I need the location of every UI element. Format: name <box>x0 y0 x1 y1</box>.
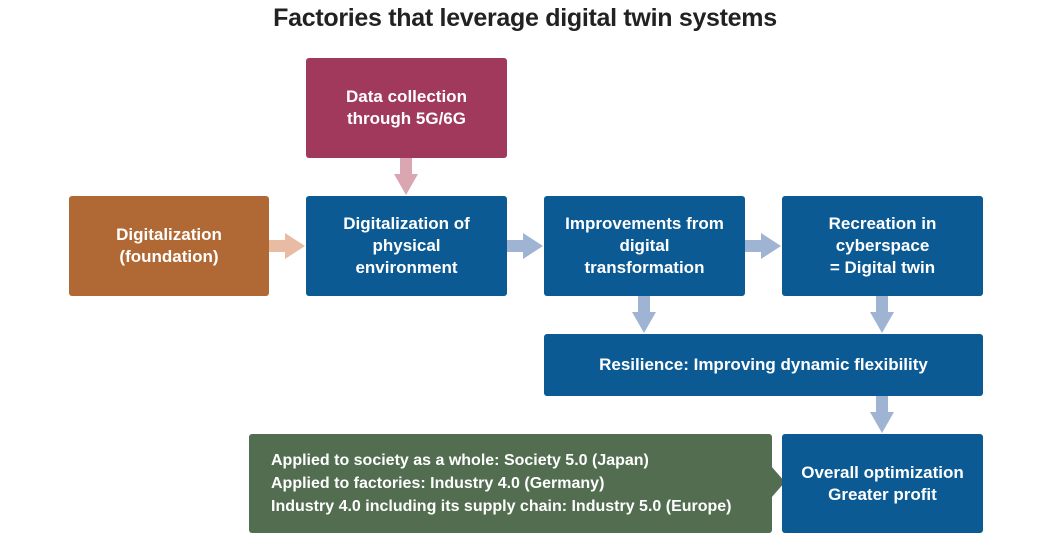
arrow-foundation-to-physical <box>269 233 305 259</box>
node-overall-text: Overall optimization Greater profit <box>801 462 963 506</box>
node-digitalization-foundation-text: Digitalization (foundation) <box>116 224 222 268</box>
text-line: (foundation) <box>119 247 219 266</box>
text-line: Applied to society as a whole: Society 5… <box>271 452 649 469</box>
text-line: Industry 4.0 including its supply chain:… <box>271 498 732 515</box>
node-recreation-text: Recreation in cyberspace = Digital twin <box>829 213 937 279</box>
text-line: physical <box>372 236 441 255</box>
arrow-improvements-to-recreation <box>745 233 781 259</box>
node-resilience-text: Resilience: Improving dynamic flexibilit… <box>599 355 928 374</box>
text-line: through 5G/6G <box>346 109 466 128</box>
node-applications: Applied to society as a whole: Society 5… <box>249 434 772 533</box>
arrow-improvements-to-resilience <box>632 296 656 333</box>
text-line: Greater profit <box>828 484 937 504</box>
node-digitalization-physical: Digitalization of physical environment <box>306 196 507 296</box>
node-overall-optimization: Overall optimization Greater profit <box>782 434 983 533</box>
text-line: = Digital twin <box>829 258 936 277</box>
node-improvements-text: Improvements from digital transformation <box>565 213 724 279</box>
text-line: Digitalization <box>116 225 222 244</box>
text-line: environment <box>355 258 458 277</box>
text-line: transformation <box>584 258 705 277</box>
node-applications-text: Applied to society as a whole: Society 5… <box>271 449 732 518</box>
text-line: Improvements from <box>565 214 724 233</box>
text-line: Data collection <box>346 87 467 106</box>
arrow-physical-to-improvements <box>507 233 543 259</box>
text-line: digital <box>619 236 670 255</box>
arrow-data-collection-to-physical <box>394 158 418 195</box>
text-line: Applied to factories: Industry 4.0 (Germ… <box>271 475 605 492</box>
node-improvements: Improvements from digital transformation <box>544 196 745 296</box>
text-line: Recreation in <box>828 214 937 233</box>
text-line: Digitalization of <box>343 214 470 233</box>
node-data-collection-text: Data collection through 5G/6G <box>346 86 467 130</box>
node-digitalization-physical-text: Digitalization of physical environment <box>343 213 470 279</box>
node-digitalization-foundation: Digitalization (foundation) <box>69 196 269 296</box>
arrow-recreation-to-resilience <box>870 296 894 333</box>
diagram-title: Factories that leverage digital twin sys… <box>273 4 777 32</box>
node-data-collection: Data collection through 5G/6G <box>306 58 507 158</box>
text-line: cyberspace <box>835 236 930 255</box>
arrow-resilience-to-overall <box>870 396 894 433</box>
text-line: Overall optimization <box>801 462 964 482</box>
node-resilience: Resilience: Improving dynamic flexibilit… <box>544 334 983 396</box>
node-recreation-digital-twin: Recreation in cyberspace = Digital twin <box>782 196 983 296</box>
